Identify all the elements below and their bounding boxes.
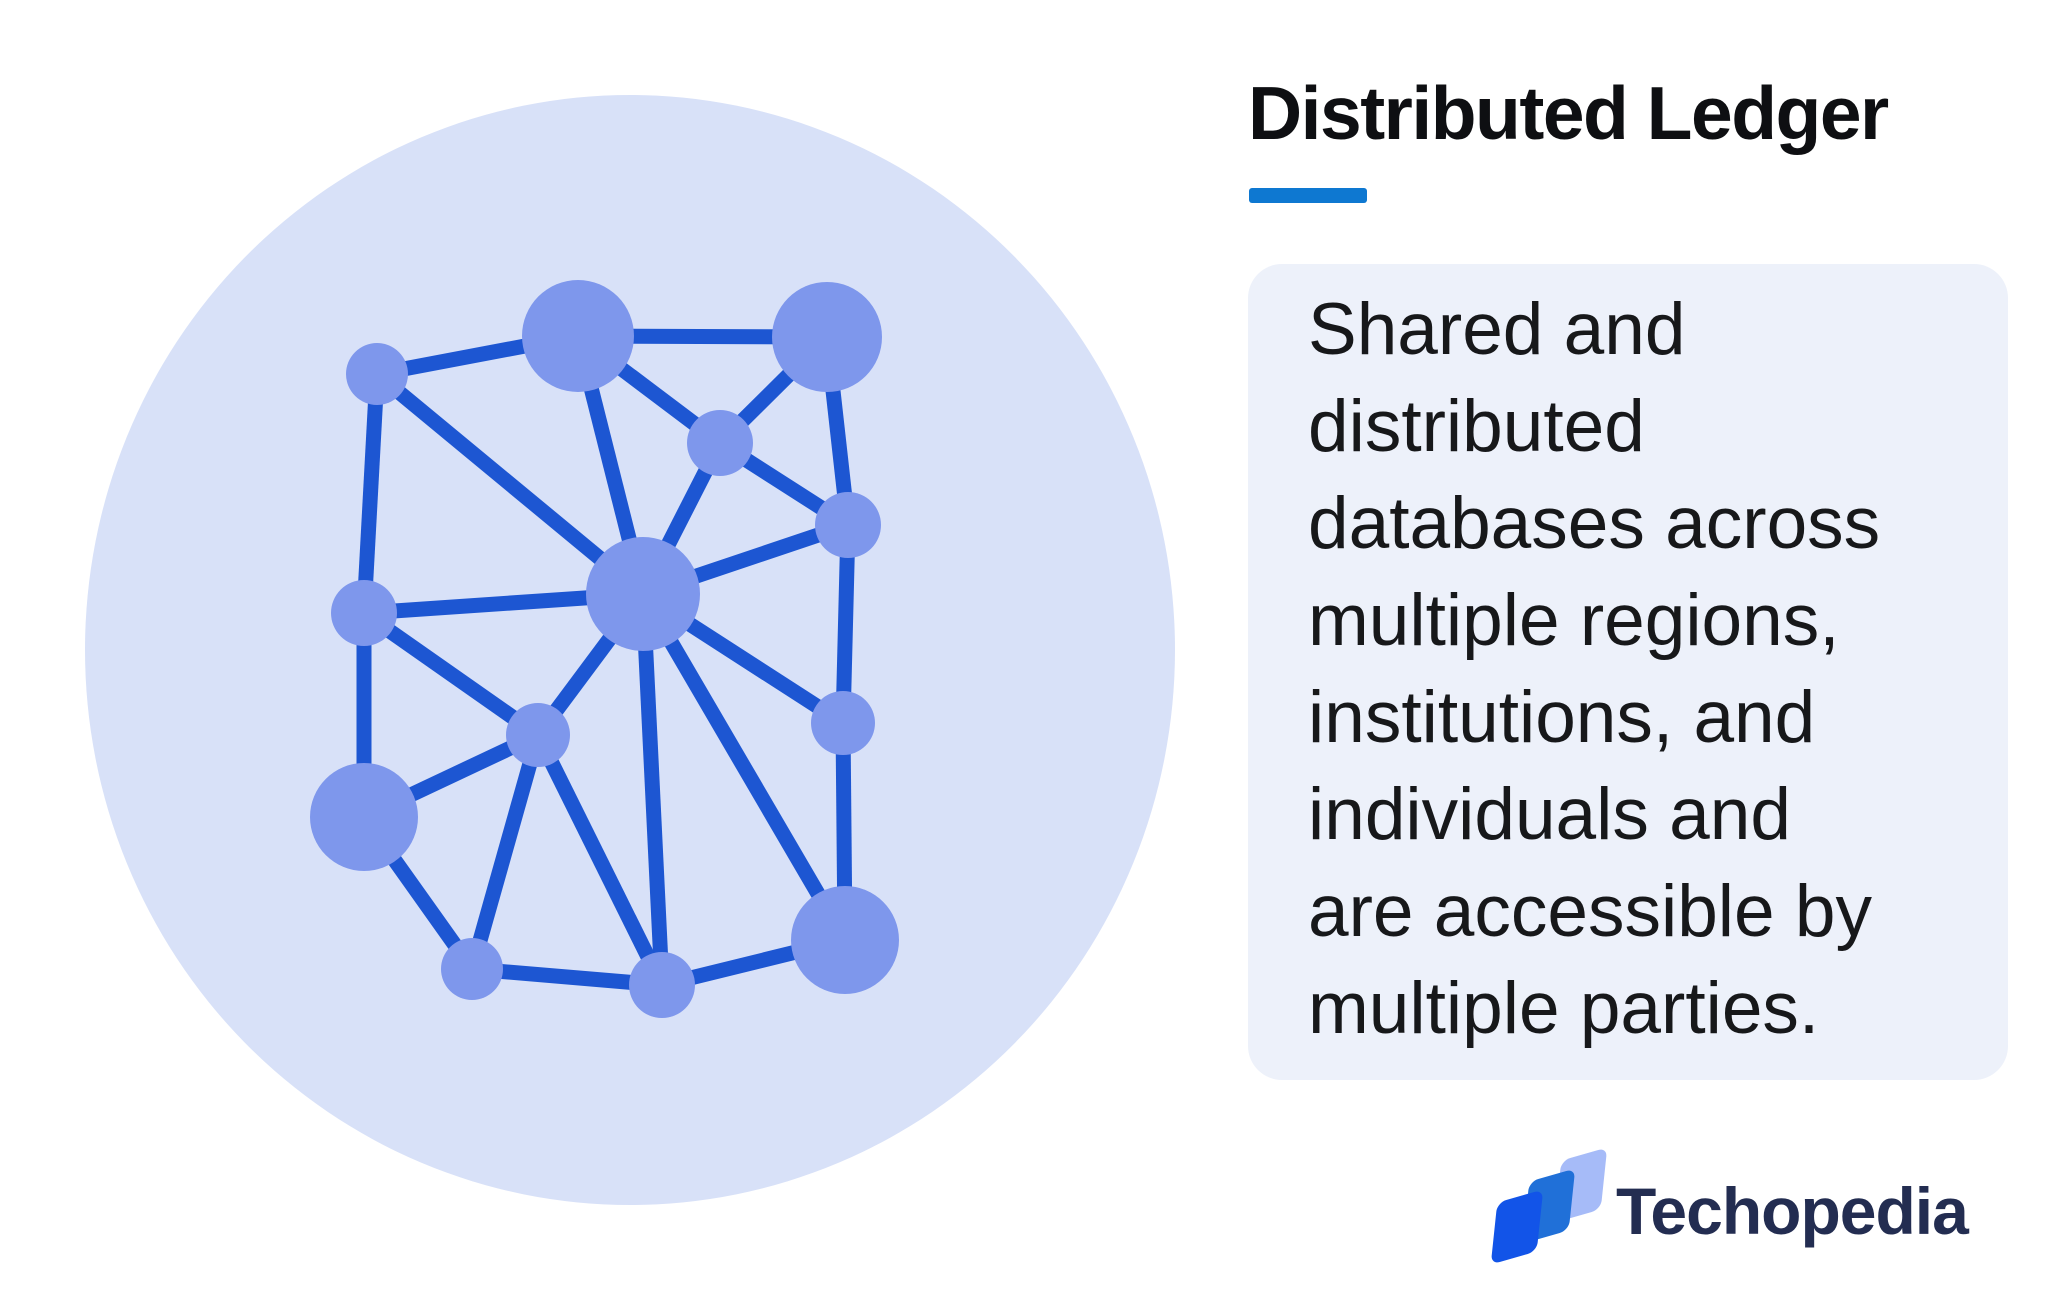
network-node-b	[441, 938, 503, 1000]
network-node-c	[586, 537, 700, 651]
page-title: Distributed Ledger	[1248, 71, 1889, 155]
network-node-bc	[629, 952, 695, 1018]
network-node-m	[687, 410, 753, 476]
network-edge-c-br	[636, 590, 852, 944]
definition-card: Shared and distributed databases across …	[1248, 264, 2008, 1080]
network-edge-tl-c	[372, 368, 648, 600]
network-edge-ml-b	[464, 732, 546, 972]
network-node-r	[811, 691, 875, 755]
definition-line: individuals and	[1308, 774, 1791, 855]
network-node-tl	[346, 343, 408, 405]
network-node-bl	[310, 763, 418, 871]
definition-line: multiple parties.	[1308, 968, 1820, 1049]
network-edge-tl-l	[356, 373, 385, 614]
network-edge-ml-bc	[531, 731, 669, 989]
title-underline	[1249, 188, 1367, 203]
network-node-l	[331, 580, 397, 646]
network-node-tc	[522, 280, 634, 392]
brand-footer: Techopedia	[1490, 1147, 1969, 1272]
network-edge-c-bc	[635, 593, 670, 986]
definition-line: multiple regions,	[1308, 580, 1840, 661]
network-diagram	[85, 95, 1175, 1205]
network-node-ml	[506, 703, 570, 767]
network-node-br	[791, 886, 899, 994]
network-node-tr	[772, 282, 882, 392]
definition-line: institutions, and	[1308, 677, 1816, 758]
network-edge-l-ml	[359, 606, 543, 742]
logo-square-dark	[1490, 1189, 1544, 1265]
definition-line: are accessible by	[1308, 871, 1873, 952]
network-node-mr	[815, 492, 881, 558]
network-edge-mr-r	[835, 524, 856, 724]
brand-wordmark: Techopedia	[1616, 1174, 1969, 1248]
techopedia-logo-icon	[1490, 1147, 1608, 1272]
definition-line: databases across	[1308, 483, 1881, 564]
definition-line: distributed	[1308, 386, 1645, 467]
definition-line: Shared and	[1308, 289, 1686, 370]
network-background-circle	[85, 95, 1175, 1205]
